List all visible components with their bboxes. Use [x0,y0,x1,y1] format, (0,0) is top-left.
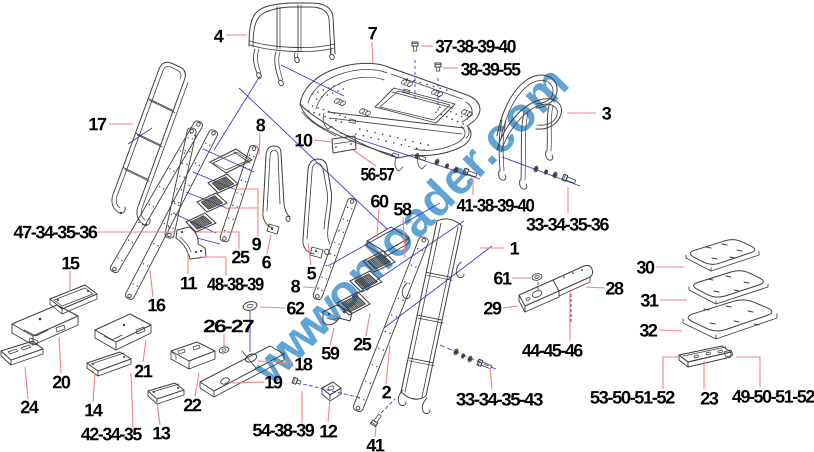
svg-text:9: 9 [252,234,262,254]
svg-text:42-34-35: 42-34-35 [81,424,142,444]
svg-text:7: 7 [368,23,378,43]
svg-text:53-50-51-52: 53-50-51-52 [590,387,675,407]
svg-text:20: 20 [52,372,71,392]
svg-text:48-38-39: 48-38-39 [207,274,264,294]
svg-text:29: 29 [483,298,502,318]
svg-text:31: 31 [640,291,659,311]
svg-text:11: 11 [180,273,198,293]
svg-text:16: 16 [147,295,166,315]
svg-text:61: 61 [493,268,512,288]
svg-text:5: 5 [307,263,317,283]
svg-text:33-34-35-36: 33-34-35-36 [526,214,609,234]
svg-text:8: 8 [256,115,266,135]
svg-text:2: 2 [382,382,392,402]
svg-text:17: 17 [88,114,107,134]
svg-text:1: 1 [510,238,520,258]
svg-text:33-34-35-43: 33-34-35-43 [456,389,543,409]
svg-text:6: 6 [262,252,272,272]
svg-text:28: 28 [605,279,624,299]
svg-text:60: 60 [370,191,389,211]
svg-text:44-45-46: 44-45-46 [522,340,583,360]
svg-text:21: 21 [134,361,153,381]
svg-text:30: 30 [636,258,655,278]
svg-text:49-50-51-52: 49-50-51-52 [732,387,814,407]
svg-text:4: 4 [214,26,224,46]
svg-text:56-57: 56-57 [361,164,395,184]
svg-text:41-38-39-40: 41-38-39-40 [457,195,535,215]
svg-text:54-38-39: 54-38-39 [252,420,314,440]
svg-text:8: 8 [291,276,301,296]
svg-text:25: 25 [231,247,250,267]
svg-text:13: 13 [152,423,171,443]
svg-text:59: 59 [321,343,340,363]
svg-text:24: 24 [20,397,39,417]
svg-text:58: 58 [393,199,412,219]
svg-text:19: 19 [264,372,283,392]
svg-text:41: 41 [366,435,385,452]
svg-text:26-27: 26-27 [203,316,255,336]
svg-text:25: 25 [353,334,372,354]
svg-text:14: 14 [84,400,103,420]
svg-text:3: 3 [602,104,612,124]
svg-text:38-39-55: 38-39-55 [461,59,521,79]
svg-text:10: 10 [294,130,313,150]
svg-text:32: 32 [639,321,658,341]
svg-text:22: 22 [183,395,202,415]
svg-text:12: 12 [319,421,338,441]
svg-text:47-34-35-36: 47-34-35-36 [13,222,97,242]
svg-text:23: 23 [700,389,719,409]
svg-text:62: 62 [286,298,305,318]
svg-text:15: 15 [61,253,80,273]
svg-text:37-38-39-40: 37-38-39-40 [435,36,516,56]
svg-text:18: 18 [294,354,313,374]
